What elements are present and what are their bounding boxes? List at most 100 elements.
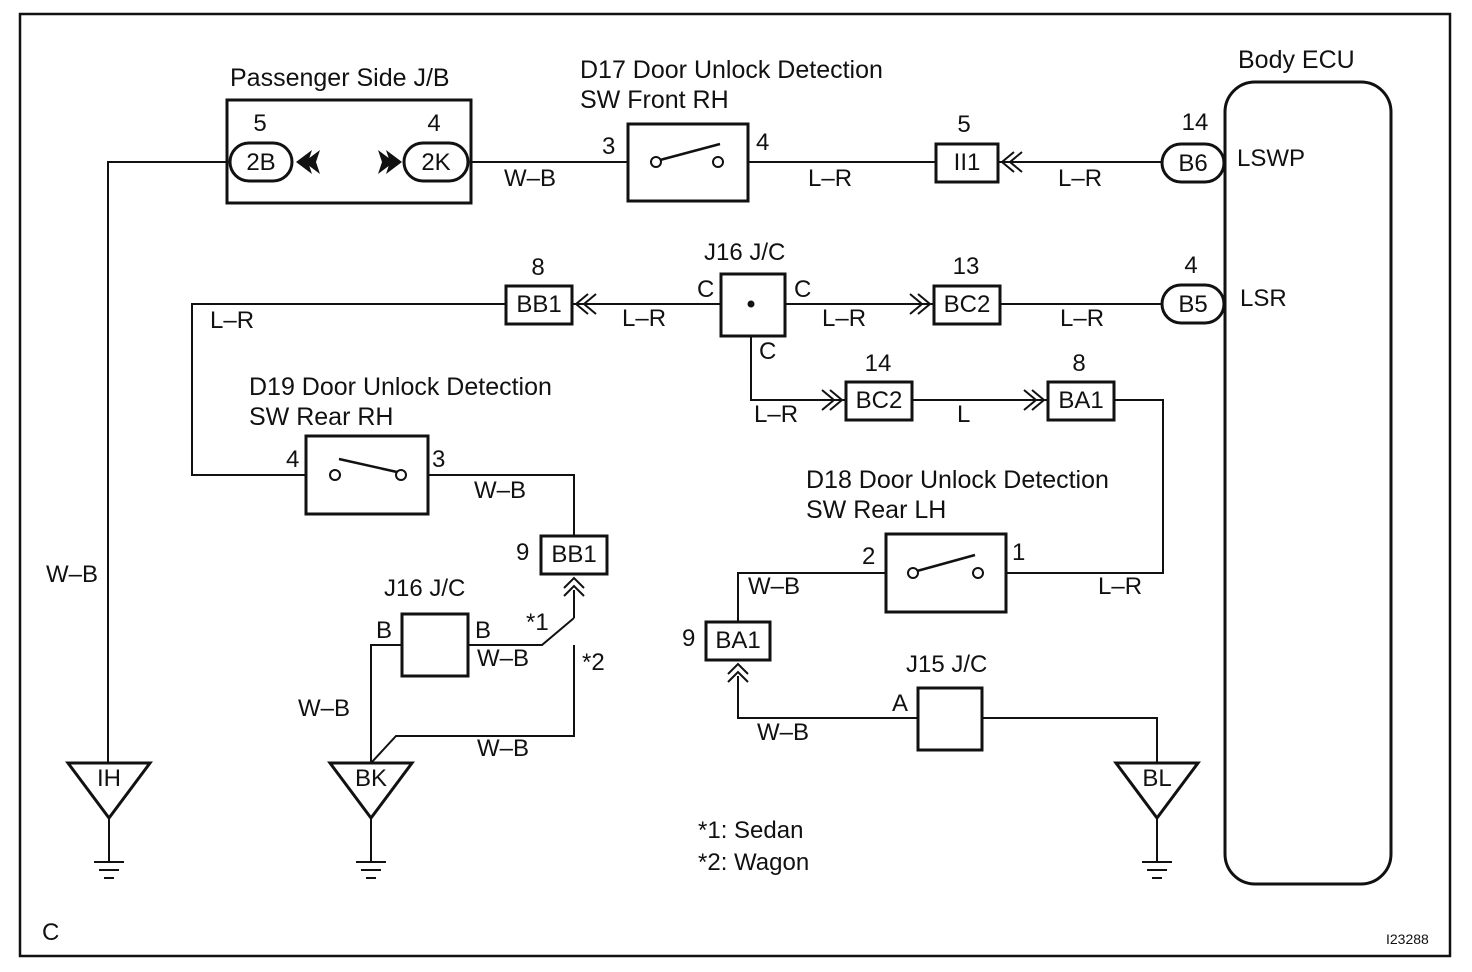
wire-ba1-d18 bbox=[1006, 399, 1164, 574]
ground-bk: BK bbox=[327, 761, 415, 879]
switch-d17-pin-right: 4 bbox=[756, 129, 769, 156]
connector-b5: B5 4 bbox=[1160, 252, 1226, 325]
switch-d19-contact-right bbox=[395, 469, 407, 481]
jb-connector-2k-code: 2K bbox=[421, 149, 450, 176]
junction-j16-low-title: J16 J/C bbox=[384, 575, 465, 602]
connector-ba1-top-code: BA1 bbox=[1058, 387, 1103, 414]
switch-d19-pin-right: 3 bbox=[432, 446, 445, 473]
connector-ii1-code: II1 bbox=[954, 149, 981, 176]
connector-bc2-mid: BC2 14 bbox=[821, 350, 914, 422]
junction-j16-low-right: B bbox=[475, 617, 491, 644]
connector-bc2-mid-arrow bbox=[821, 389, 844, 411]
switch-d19-contact-left bbox=[329, 469, 341, 481]
wire-ba1-j15 bbox=[737, 676, 918, 719]
connector-bc2-mid-code: BC2 bbox=[856, 387, 903, 414]
legend-line-2: *2: Wagon bbox=[698, 849, 809, 876]
connector-b6-shape bbox=[1160, 142, 1226, 184]
jb-connector-2k-pin: 4 bbox=[427, 110, 440, 137]
connector-bc2-top: BC2 13 bbox=[909, 253, 1002, 326]
switch-d19-title-2: SW Rear RH bbox=[249, 403, 393, 431]
connector-bb1-low: BB1 9 bbox=[516, 534, 609, 597]
wire-d18-ba1 bbox=[737, 572, 886, 622]
switch-d18-contact-left bbox=[907, 567, 919, 579]
switch-d18-blade bbox=[916, 553, 976, 573]
wire-label-wb-4: W–B bbox=[748, 573, 800, 600]
wire-labels: W–B L–R L–R L–R L–R L–R L–R L–R L W–B W–… bbox=[46, 165, 1142, 762]
switch-d18-pin-left: 2 bbox=[862, 543, 875, 570]
wire-label-lr-7: L–R bbox=[754, 401, 798, 428]
connector-bc2-top-code: BC2 bbox=[944, 291, 991, 318]
connector-bc2-top-arrow bbox=[909, 293, 932, 315]
ground-bl-triangle bbox=[1113, 761, 1201, 821]
switch-d18-pin-right: 1 bbox=[1012, 539, 1025, 566]
connector-bb1-top-box bbox=[504, 284, 574, 326]
connector-ba1-low: BA1 9 bbox=[682, 620, 772, 683]
junction-j16-top-node bbox=[747, 300, 755, 308]
connector-b5-code: B5 bbox=[1178, 291, 1207, 318]
wire-ih-to-2b bbox=[107, 161, 228, 763]
jb-connector-2b-code: 2B bbox=[246, 149, 275, 176]
body-ecu-title: Body ECU bbox=[1238, 46, 1355, 74]
wire-label-lr-3: L–R bbox=[210, 307, 254, 334]
wire-label-lr-5: L–R bbox=[822, 305, 866, 332]
connector-bb1-low-pin: 9 bbox=[516, 539, 529, 566]
junction-j16-top-title: J16 J/C bbox=[704, 239, 785, 266]
mark-star2: *2 bbox=[582, 649, 605, 676]
body-ecu: Body ECU LSWP LSR bbox=[1223, 46, 1393, 886]
switch-d19-title-1: D19 Door Unlock Detection bbox=[249, 373, 552, 401]
switch-d17-contact-right bbox=[712, 156, 724, 168]
jb-arrow-right bbox=[378, 150, 402, 174]
wire-label-wb-8: W–B bbox=[477, 735, 529, 762]
wire-label-wb-6: W–B bbox=[298, 695, 350, 722]
switch-d19: D19 Door Unlock Detection SW Rear RH 4 3 bbox=[249, 373, 552, 516]
ground-bl-label: BL bbox=[1142, 765, 1171, 792]
ground-ih-symbol bbox=[94, 818, 124, 879]
connector-ii1-box bbox=[934, 142, 1000, 184]
connector-ba1-top-arrow bbox=[1023, 389, 1046, 411]
junction-j16-top-bottom: C bbox=[759, 338, 776, 365]
junction-j16-low: J16 J/C B B bbox=[376, 575, 491, 678]
connector-bb1-top-pin: 8 bbox=[531, 254, 544, 281]
body-ecu-box bbox=[1223, 80, 1393, 886]
wire-label-wb-1: W–B bbox=[504, 165, 556, 192]
ground-ih: IH bbox=[65, 761, 153, 879]
wire-d19-bb1 bbox=[428, 474, 575, 536]
switch-d19-box bbox=[304, 434, 430, 516]
diagram-frame bbox=[18, 12, 1452, 958]
switch-d17-contact-left bbox=[650, 156, 662, 168]
legend: *1: Sedan *2: Wagon bbox=[698, 817, 809, 876]
junction-j15-pin: A bbox=[892, 690, 908, 717]
wire-label-lr-1: L–R bbox=[808, 165, 852, 192]
junction-j15: J15 J/C A bbox=[892, 651, 987, 752]
jb-title: Passenger Side J/B bbox=[230, 64, 450, 92]
switch-d17-blade bbox=[659, 142, 721, 162]
wire-label-wb-3: W–B bbox=[46, 561, 98, 588]
wire-bb1-split bbox=[370, 590, 575, 764]
wire-bb1-d19 bbox=[191, 303, 506, 476]
connector-ba1-top-pin: 8 bbox=[1072, 350, 1085, 377]
connector-bc2-mid-pin: 14 bbox=[865, 350, 892, 377]
connector-bb1-top-arrow bbox=[574, 293, 597, 315]
switch-d18-title-1: D18 Door Unlock Detection bbox=[806, 466, 1109, 494]
connector-b5-pin: 4 bbox=[1184, 252, 1197, 279]
connector-ba1-top: BA1 8 bbox=[1023, 350, 1116, 422]
wire-j16-bc2-mid bbox=[750, 336, 846, 401]
jb-connector-2b bbox=[228, 141, 294, 183]
connector-ba1-low-code: BA1 bbox=[715, 627, 760, 654]
connector-bb1-top: BB1 8 bbox=[504, 254, 597, 326]
connector-b6-pin: 14 bbox=[1182, 109, 1209, 136]
connector-bb1-top-code: BB1 bbox=[516, 291, 561, 318]
connector-ii1-pin: 5 bbox=[957, 111, 970, 138]
passenger-side-jb: Passenger Side J/B 2B 5 2K 4 bbox=[225, 64, 473, 205]
wire-label-lr-4: L–R bbox=[622, 305, 666, 332]
junction-j15-box bbox=[916, 686, 984, 752]
ground-bk-triangle bbox=[327, 761, 415, 821]
ground-ih-label: IH bbox=[97, 765, 121, 792]
wire-label-lr-6: L–R bbox=[1060, 305, 1104, 332]
switch-d17-pin-left: 3 bbox=[602, 133, 615, 160]
ground-bk-label: BK bbox=[355, 765, 387, 792]
connector-b6: B6 14 bbox=[1160, 109, 1226, 184]
switch-d18-contact-right bbox=[972, 567, 984, 579]
connector-ii1: II1 5 bbox=[934, 111, 1023, 184]
